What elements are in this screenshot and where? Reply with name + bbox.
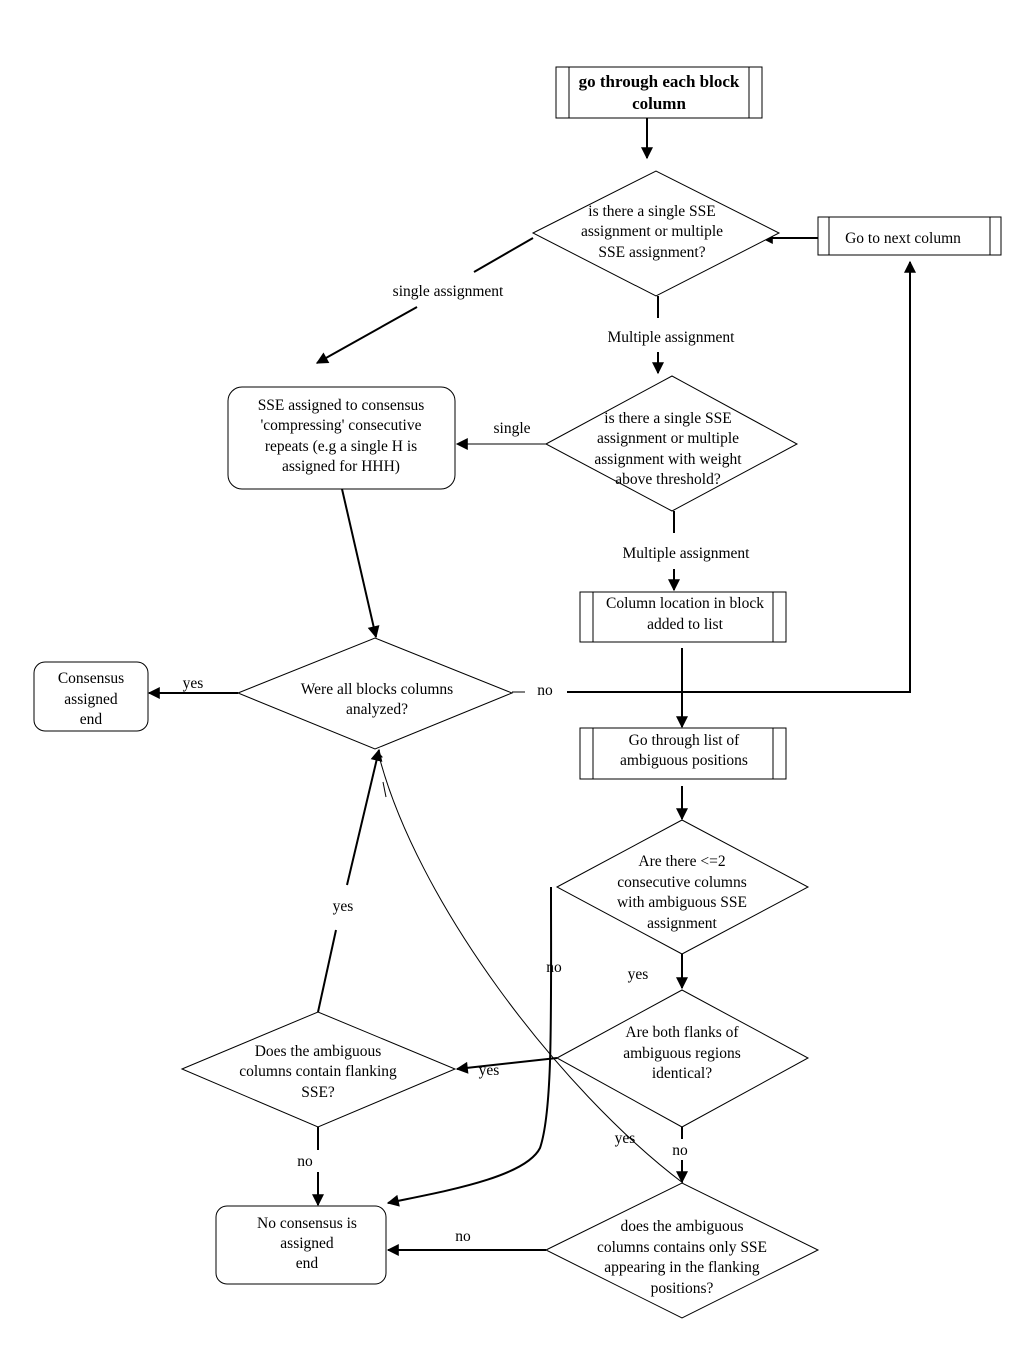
decision7-line-3: appearing in the flanking xyxy=(604,1259,760,1276)
start-line-1: go through each block xyxy=(579,72,740,91)
label-no-flanks: no xyxy=(672,1142,688,1159)
node-consensus-end: Consensus assigned end xyxy=(33,661,149,732)
node-decision-flanking-sse: Does the ambiguous columns contain flank… xyxy=(180,1011,457,1128)
decision6-line-1: Does the ambiguous xyxy=(255,1043,382,1060)
next-column-label: Go to next column xyxy=(845,230,961,247)
label-no-only-sse: no xyxy=(455,1228,471,1245)
decision4-line-2: consecutive columns xyxy=(617,874,747,891)
label-yes-consensus: yes xyxy=(183,675,204,692)
list-line-2: ambiguous positions xyxy=(620,752,748,769)
decision4-line-3: with ambiguous SSE xyxy=(617,894,747,911)
edge-single-assignment-upper xyxy=(473,237,534,273)
decision7-line-2: columns contains only SSE xyxy=(597,1239,767,1256)
node-decision-only-sse: does the ambiguous columns contains only… xyxy=(544,1182,820,1319)
column-location-line-1: Column location in block xyxy=(606,595,764,612)
decision1-line-1: is there a single SSE xyxy=(588,203,715,220)
node-start: go through each block column xyxy=(555,66,763,119)
decision5-line-2: ambiguous regions xyxy=(623,1045,741,1062)
node-decision-flanks: Are both flanks of ambiguous regions ide… xyxy=(555,989,810,1128)
label-multiple-assignment-1: Multiple assignment xyxy=(607,329,735,346)
label-multiple-assignment-2: Multiple assignment xyxy=(622,545,750,562)
no-consensus-line-3: end xyxy=(296,1255,319,1272)
decision4-line-1: Are there <=2 xyxy=(638,853,725,870)
sse-assigned-line-3: repeats (e.g a single H is xyxy=(265,438,417,455)
label-yes-up: yes xyxy=(333,898,354,915)
decision7-line-4: positions? xyxy=(651,1280,714,1297)
node-go-through-list: Go through list of ambiguous positions xyxy=(579,727,787,780)
sse-assigned-line-4: assigned for HHH) xyxy=(282,458,400,475)
node-sse-assigned: SSE assigned to consensus 'compressing' … xyxy=(227,386,456,490)
edge-sse-to-analyzed xyxy=(341,488,380,639)
edge-consecutive-no xyxy=(386,886,553,1207)
decision2-line-1: is there a single SSE xyxy=(604,410,731,427)
label-single-assignment: single assignment xyxy=(393,283,504,300)
decision2-line-3: assignment with weight xyxy=(594,451,742,468)
label-yes-flanks: yes xyxy=(479,1062,500,1079)
decision7-line-1: does the ambiguous xyxy=(620,1218,743,1235)
sse-assigned-line-1: SSE assigned to consensus xyxy=(258,397,425,414)
consensus-end-line-1: Consensus xyxy=(58,670,124,687)
node-decision-single-multiple: is there a single SSE assignment or mult… xyxy=(531,170,781,297)
decision1-line-2: assignment or multiple xyxy=(581,223,723,240)
decision3-line-2: analyzed? xyxy=(346,701,408,718)
no-consensus-line-2: assigned xyxy=(280,1235,334,1252)
label-single: single xyxy=(493,420,530,437)
decision5-line-3: identical? xyxy=(652,1065,712,1082)
edge-only-sse-yes xyxy=(376,751,684,1184)
node-decision-consecutive: Are there <=2 consecutive columns with a… xyxy=(555,819,810,955)
label-yes-consecutive: yes xyxy=(628,966,649,983)
decision5-line-1: Are both flanks of xyxy=(625,1024,739,1041)
sse-assigned-line-2: 'compressing' consecutive xyxy=(261,417,422,434)
decision1-line-3: SSE assignment? xyxy=(598,244,705,261)
decision2-line-2: assignment or multiple xyxy=(597,430,739,447)
consensus-end-line-3: end xyxy=(80,711,103,728)
list-line-1: Go through list of xyxy=(629,732,740,749)
consensus-end-line-2: assigned xyxy=(64,691,118,708)
decision4-line-4: assignment xyxy=(647,915,717,932)
node-column-location: Column location in block added to list xyxy=(579,591,787,643)
decision6-line-3: SSE? xyxy=(301,1084,335,1101)
edge-single-assignment-lower xyxy=(315,306,418,364)
label-yes-only-sse: yes xyxy=(615,1130,636,1147)
node-next-column: Go to next column xyxy=(817,216,1002,256)
edge-flanking-yes-upper xyxy=(346,748,383,886)
edges xyxy=(147,118,916,1256)
start-line-2: column xyxy=(632,94,686,113)
edge-flanking-yes-lower xyxy=(317,929,337,1013)
label-no-flanking-sse: no xyxy=(297,1153,313,1170)
edge-flanks-yes xyxy=(455,1057,558,1074)
node-decision-weight: is there a single SSE assignment or mult… xyxy=(544,375,799,512)
label-no-consecutive: no xyxy=(546,959,562,976)
decision3-line-1: Were all blocks columns xyxy=(301,681,453,698)
decision6-line-2: columns contain flanking xyxy=(239,1063,397,1080)
edge-labels: single assignment Multiple assignment si… xyxy=(183,283,751,1245)
label-no-next-column: no xyxy=(537,682,553,699)
edge-only-sse-yes-tick xyxy=(382,781,387,798)
no-consensus-line-1: No consensus is xyxy=(257,1215,357,1232)
node-no-consensus-end: No consensus is assigned end xyxy=(215,1205,387,1285)
column-location-line-2: added to list xyxy=(647,616,723,633)
decision2-line-4: above threshold? xyxy=(615,471,721,488)
node-decision-all-analyzed: Were all blocks columns analyzed? xyxy=(236,637,514,750)
